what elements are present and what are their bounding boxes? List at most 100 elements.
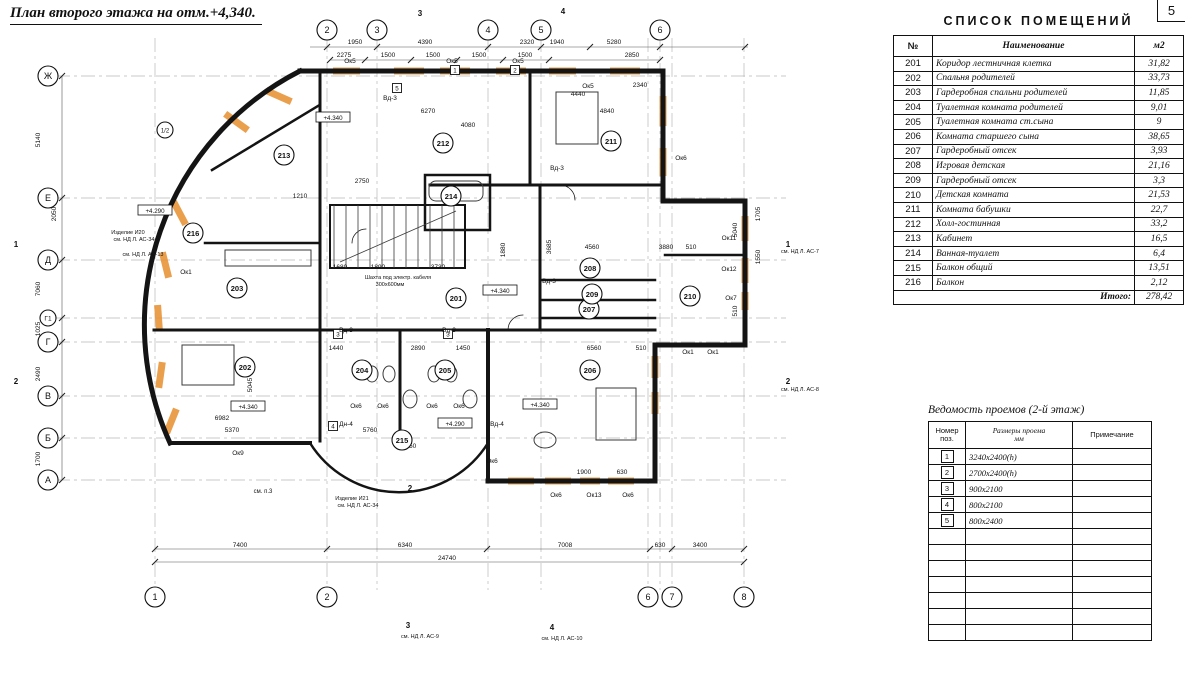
dimension-tick (151, 558, 159, 566)
opening-note (1072, 608, 1152, 625)
room-area: 9,01 (1134, 99, 1184, 116)
opening-row (928, 528, 1152, 545)
openings-panel: Ведомость проемов (2-й этаж) Номер поз. … (928, 404, 1152, 641)
axis-bubble-label: Д (45, 255, 51, 265)
furniture (224, 249, 312, 267)
axis-bubble (37, 331, 59, 353)
room-name: Гардеробный отсек (932, 143, 1135, 160)
plan-text: 5370 (225, 427, 240, 434)
room-area: 3,3 (1134, 172, 1184, 189)
room-bubble (391, 429, 413, 451)
plan-text: Шахта под электр. кабеля (365, 275, 431, 281)
room-bubble (445, 287, 467, 309)
plan-text: 3685 (546, 239, 553, 254)
dimension-tick (545, 56, 553, 64)
axis-bubble-label: Г1 (44, 315, 52, 322)
axis-bubble-label: 1 (152, 592, 157, 602)
fixture (402, 389, 418, 409)
sheet-number: 5 (1167, 3, 1176, 18)
position-marker: 3 (336, 331, 340, 338)
dimension-tick (668, 545, 676, 553)
level-mark: +4.290 (145, 208, 165, 215)
room-area: 16,5 (1134, 231, 1184, 247)
plan-text: 3400 (693, 542, 708, 549)
openings-header-size: Размеры проема мм (965, 421, 1073, 449)
dimension-tick (151, 545, 159, 553)
opening-note (1072, 512, 1152, 529)
room-number: 205 (893, 114, 933, 130)
axis-bubble-label: Ж (44, 71, 53, 81)
plan-text: 510 (732, 305, 739, 316)
plan-text: Ок9 (232, 450, 244, 457)
opening-note (1072, 480, 1152, 497)
plan-text: 630 (655, 542, 666, 549)
stair-direction-line (339, 210, 457, 263)
plan-text: 4390 (418, 39, 433, 46)
section-mark-label: 1 (14, 240, 19, 249)
section-mark-label: 2 (786, 377, 791, 386)
axis-bubble-label: В (45, 391, 51, 401)
dimension-tick (656, 43, 664, 51)
plan-text: 2050 (51, 206, 58, 221)
opening-row (928, 544, 1152, 561)
opening-pos: 4 (928, 496, 966, 513)
plan-text: Вд-3 (339, 327, 353, 334)
axis-bubble-label: 5 (538, 25, 543, 35)
plan-text: 5280 (607, 39, 622, 46)
plan-text: Ок11 (722, 235, 737, 242)
dimension-tick (453, 56, 461, 64)
axis-bubble-label: 6 (645, 592, 650, 602)
plan-text: 630 (617, 469, 628, 476)
room-list-header-row: № Наименование м2 (893, 35, 1184, 57)
axis-bubble-label: Б (45, 433, 51, 443)
openings-table: Номер поз. Размеры проема мм Примечание … (928, 421, 1152, 641)
level-mark-box (137, 204, 173, 216)
plan-text: 1940 (550, 39, 565, 46)
room-bubble-label: 212 (437, 139, 450, 148)
dimension-tick (58, 476, 66, 484)
room-bubble-label: 203 (231, 284, 244, 293)
plan-text: 3730 (431, 264, 446, 271)
position-marker: 2 (513, 67, 517, 74)
room-number: 215 (893, 260, 933, 276)
wall (485, 68, 748, 484)
position-marker-box (450, 65, 460, 75)
plan-text: 1500 (518, 52, 533, 59)
wall (507, 314, 524, 331)
level-mark: +4.340 (323, 115, 343, 122)
plan-text: Ок6 (350, 403, 362, 410)
opening-note (1072, 544, 1152, 561)
plan-text: 510 (636, 345, 647, 352)
plan-text: Изделие И20 (111, 230, 144, 236)
opening-pos: 1 (928, 448, 966, 465)
plan-text: 1900 (577, 469, 592, 476)
room-name: Комната старшего сына (932, 128, 1135, 145)
plan-text: см. НД Л. АС-8 (781, 387, 819, 393)
plan-text: 6340 (398, 542, 413, 549)
dimension-tick (58, 256, 66, 264)
axis-bubble (37, 469, 59, 491)
plan-text: 2490 (35, 366, 42, 381)
window-mark (170, 199, 189, 227)
room-list-header-num: № (893, 35, 933, 57)
room-bubble-label: 201 (450, 294, 463, 303)
room-number: 209 (893, 172, 933, 189)
plan-text: Ок6 (486, 458, 498, 465)
plan-text: см. НД Л. АС-10 (542, 636, 583, 642)
axis-bubble (316, 19, 338, 41)
room-number: 204 (893, 99, 933, 116)
level-mark: +4.340 (530, 402, 550, 409)
opening-size (965, 608, 1073, 625)
plan-text: Ок5 (582, 83, 594, 90)
room-bubble (600, 130, 622, 152)
section-mark-label: 3 (406, 621, 411, 630)
axis-bubble-label: 2 (324, 25, 329, 35)
dimension-tick (58, 72, 66, 80)
opening-pos-box: 3 (940, 482, 954, 495)
